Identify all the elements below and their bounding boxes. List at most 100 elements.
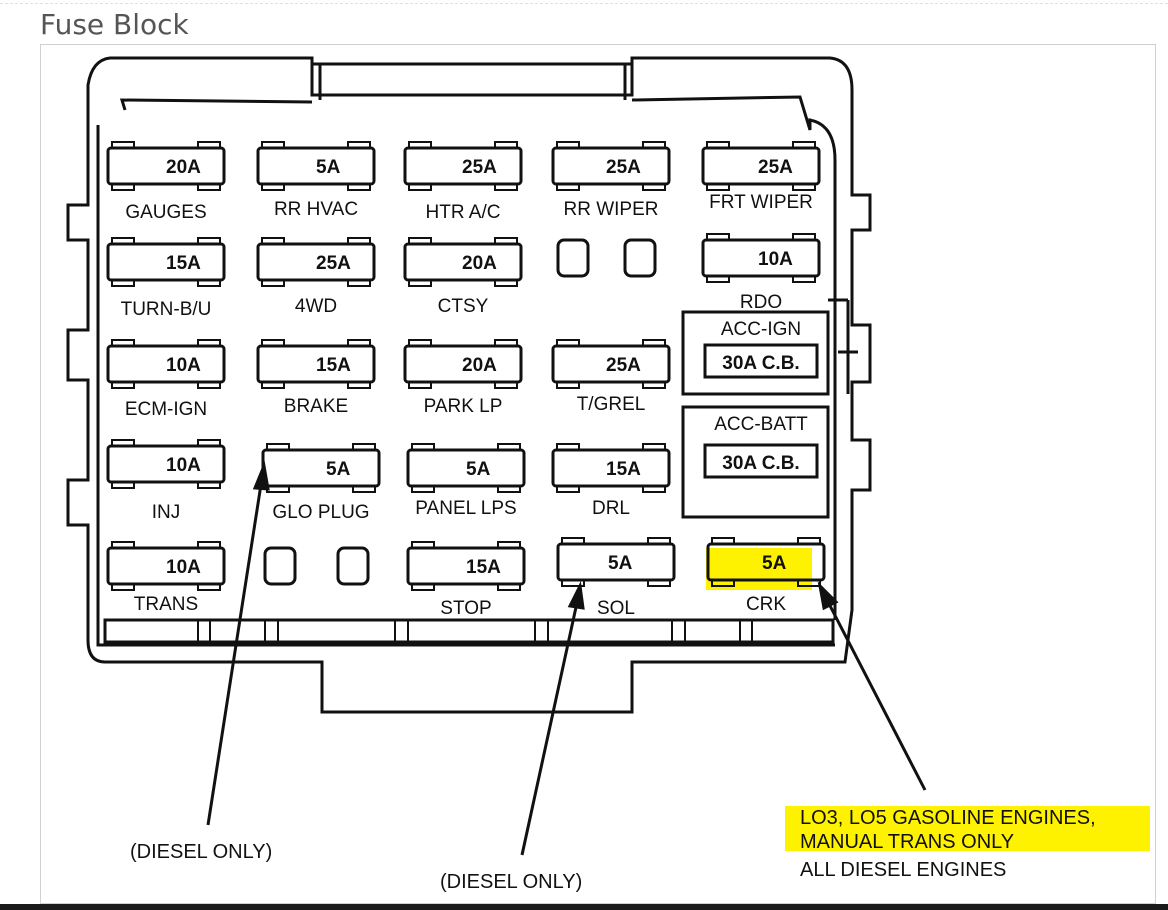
fuse-amp-rating: 15A <box>316 355 351 376</box>
fuse-tab <box>347 339 371 347</box>
fuse-label: INJ <box>152 502 181 523</box>
fuse-label: CRK <box>746 594 786 615</box>
fuse-tab <box>347 381 371 389</box>
fuse-label: PANEL LPS <box>415 498 516 519</box>
fuse-amp-rating: 5A <box>762 553 787 574</box>
fuse-amp-rating: 10A <box>166 355 201 376</box>
fuse-amp-rating: 25A <box>758 157 793 178</box>
fuse-tab <box>494 339 518 347</box>
fuse-body <box>556 542 676 582</box>
fuse-tab <box>266 443 290 451</box>
fuse-crk: 5A CRK <box>706 537 826 615</box>
fuse-body <box>551 344 671 384</box>
fuse-label: TURN-B/U <box>121 299 212 320</box>
fuse-body <box>701 238 821 278</box>
fuse-tab <box>642 141 666 149</box>
fuse-tab <box>261 183 285 191</box>
fuse-tab <box>111 339 135 347</box>
crk-note-line-2: MANUAL TRANS ONLY <box>800 831 1014 853</box>
fuse-amp-rating: 25A <box>462 157 497 178</box>
fuse-body <box>256 344 376 384</box>
fuse-tab <box>408 237 432 245</box>
breaker-acc-ign: 30A C.B. ACC-IGN <box>703 319 819 379</box>
terminal-strip-dividers <box>197 620 753 642</box>
fuse-tab <box>111 439 135 447</box>
fuse-tab <box>352 443 376 451</box>
fuse-tab <box>494 141 518 149</box>
fuse-label: GLO PLUG <box>272 502 369 523</box>
fuse-tab <box>266 485 290 493</box>
fuse-tab <box>642 443 666 451</box>
fuse-tab <box>408 183 432 191</box>
fuse-body <box>403 344 523 384</box>
fuse-tab <box>497 583 521 591</box>
fuse-tab <box>408 381 432 389</box>
fuse-tab <box>197 439 221 447</box>
fuse-tab <box>706 233 730 241</box>
fuse-label: SOL <box>597 598 635 619</box>
fuse-tab <box>261 237 285 245</box>
fuse-tab <box>647 537 671 545</box>
fuse-tab <box>494 183 518 191</box>
note-highlight <box>785 806 1150 851</box>
fuse-tab <box>706 141 730 149</box>
fuse-tab <box>352 485 376 493</box>
fuse-tab <box>792 233 816 241</box>
fuse-tab <box>111 237 135 245</box>
fuse-label: RR WIPER <box>564 199 659 220</box>
fuse-tab <box>556 183 580 191</box>
fuse-tab <box>642 381 666 389</box>
diagram-frame <box>40 44 1156 904</box>
fuse-label: DRL <box>592 498 630 519</box>
fuse-tab <box>261 381 285 389</box>
fuse-tab <box>494 279 518 287</box>
fuse-label: PARK LP <box>424 396 503 417</box>
fuse-tab <box>197 141 221 149</box>
fuse-body <box>106 146 226 186</box>
fuse-tab <box>197 279 221 287</box>
fuse-body <box>106 444 226 484</box>
fuse-body <box>106 242 226 282</box>
breaker-amp-rating: 30A C.B. <box>722 353 799 374</box>
fuse-tab <box>111 481 135 489</box>
fuse-tab <box>411 443 435 451</box>
fuse-tab <box>111 141 135 149</box>
fuse-tab <box>556 141 580 149</box>
fuse-tab <box>497 485 521 493</box>
fuse-frt-wiper: 25A FRT WIPER <box>701 141 821 213</box>
fuse-tab <box>261 339 285 347</box>
breaker-amp-rating: 30A C.B. <box>722 453 799 474</box>
fuse-tab <box>261 279 285 287</box>
fuse-tab <box>494 237 518 245</box>
page-title: Fuse Block <box>40 8 189 41</box>
fuse-tab <box>111 381 135 389</box>
fuse-tab <box>561 537 585 545</box>
fuse-tab <box>792 183 816 191</box>
fuse-tab <box>497 541 521 549</box>
fuse-block-housing <box>66 56 872 714</box>
fuse-tab <box>797 537 821 545</box>
spare-sockets <box>263 238 657 586</box>
fuse-body <box>706 542 826 582</box>
fuse-label: HTR A/C <box>426 202 501 223</box>
fuse-tab <box>347 237 371 245</box>
fuse-body <box>701 146 821 186</box>
fuse-tab <box>197 481 221 489</box>
breaker-label: ACC-IGN <box>721 319 801 340</box>
fuse-label: T/GREL <box>577 394 646 415</box>
fuse-body <box>106 344 226 384</box>
fuse-label: FRT WIPER <box>709 192 813 213</box>
fuse-tab <box>347 141 371 149</box>
fuse-tab <box>642 183 666 191</box>
crk-fuse-highlight <box>706 548 812 590</box>
breaker-acc-batt: 30A C.B.ACC-BATT <box>703 414 819 479</box>
fuse-tab <box>792 275 816 283</box>
